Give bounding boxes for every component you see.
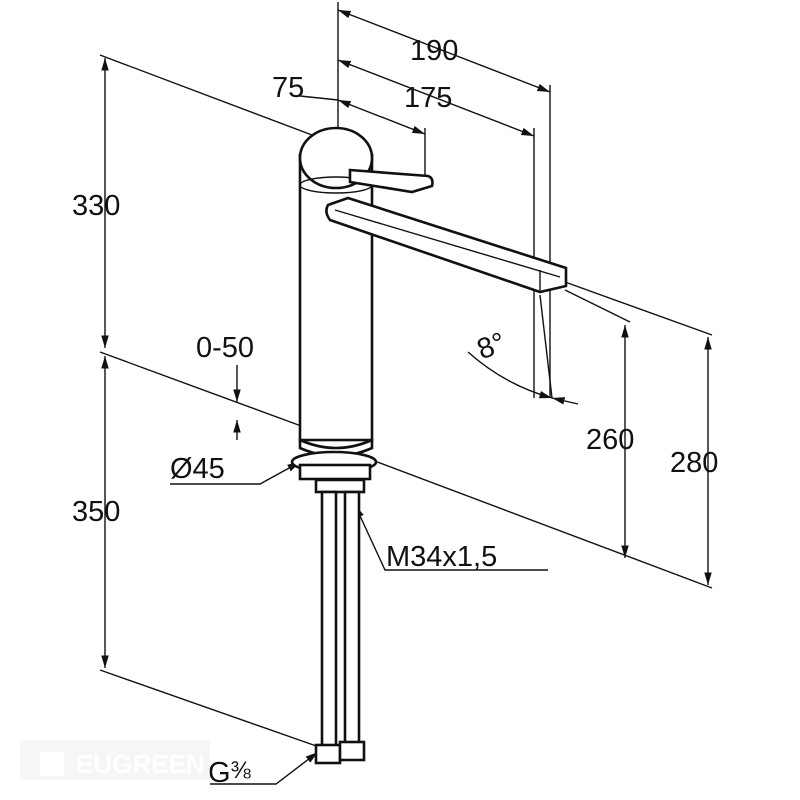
dim-280: 280	[670, 447, 718, 479]
dim-0-50: 0-50	[196, 332, 254, 364]
faucet-body	[298, 153, 374, 442]
lever-handle	[348, 168, 434, 194]
dim-diameter-45: Ø45	[170, 453, 225, 485]
watermark-logo: EUGREEN	[20, 740, 210, 780]
spout	[325, 196, 568, 294]
dim-75: 75	[272, 72, 304, 104]
dim-thread: M34x1,5	[386, 541, 497, 573]
dim-175: 175	[404, 82, 452, 114]
hose-right	[343, 490, 361, 749]
fitting-right	[338, 740, 366, 762]
fitting-left	[314, 743, 342, 765]
dim-330: 330	[72, 190, 120, 222]
svg-text:EUGREEN: EUGREEN	[76, 749, 205, 779]
dim-350: 350	[72, 496, 120, 528]
faucet	[290, 126, 568, 765]
dimension-lines	[101, 9, 712, 785]
hose-left	[320, 490, 338, 749]
dim-260: 260	[586, 424, 634, 456]
dim-connection: G⅜	[208, 757, 252, 789]
dim-190: 190	[410, 35, 458, 67]
